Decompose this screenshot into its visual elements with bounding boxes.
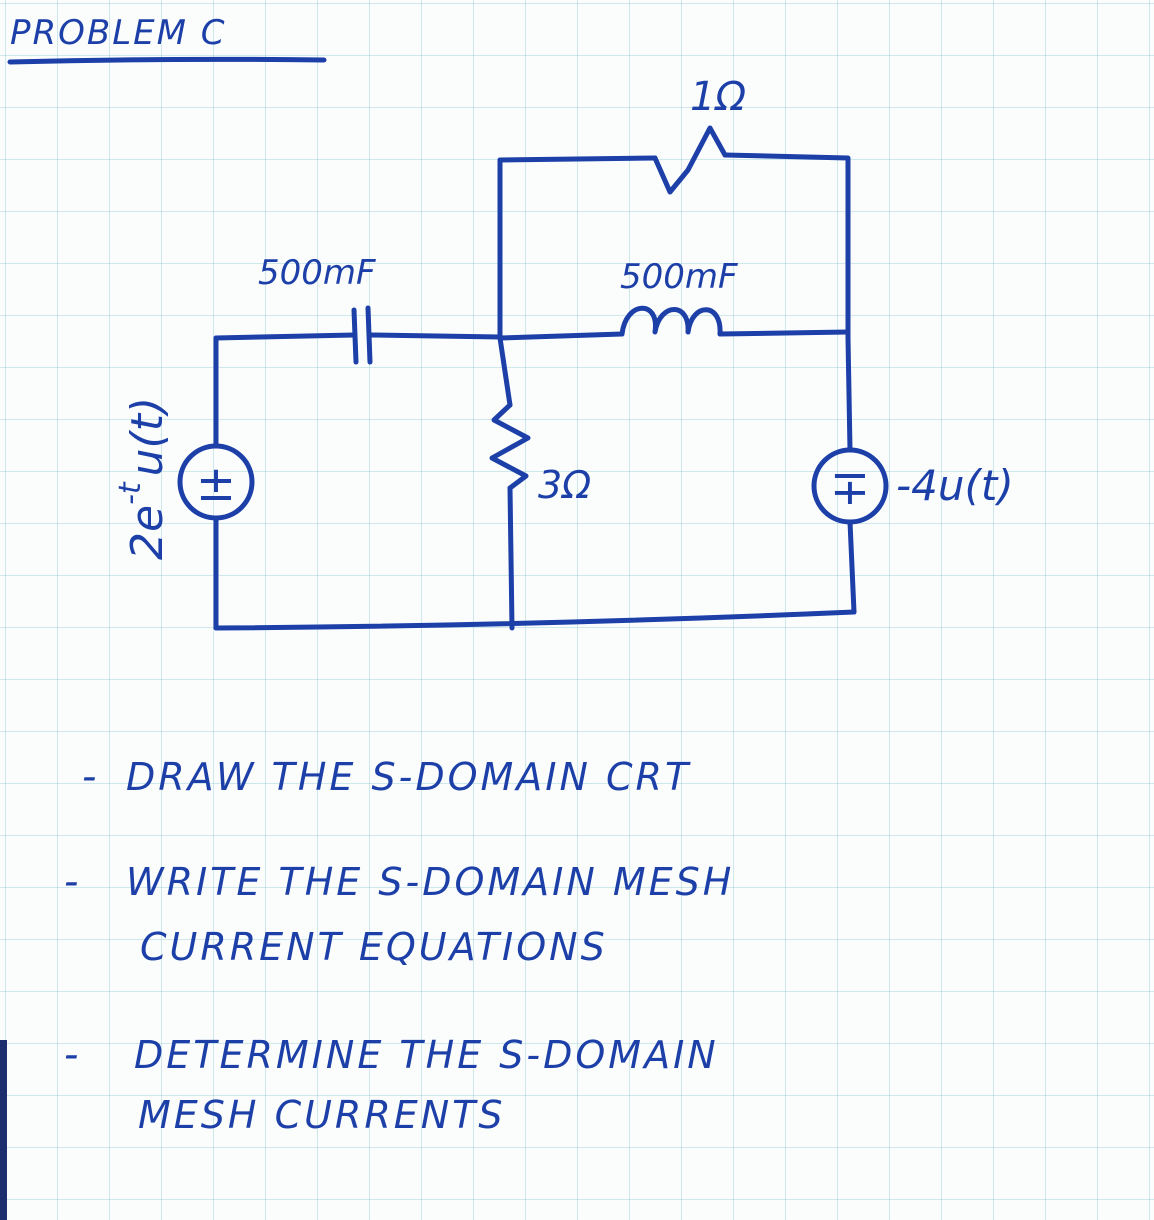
task-2-dash: -: [64, 859, 78, 905]
left-source-label: 2e-t u(t): [113, 397, 173, 560]
wire-right-lower: [847, 519, 857, 615]
task-3-dash: -: [64, 1032, 78, 1078]
left-source-polarity: ±: [196, 456, 236, 512]
middle-resistor-label: 3Ω: [538, 463, 591, 507]
left-margin-bar: [0, 1040, 7, 1220]
wire-right-upper: [845, 335, 853, 453]
inductor-coil: [619, 305, 723, 337]
capacitor-label: 500mF: [258, 253, 376, 293]
wire-top-right: [722, 152, 851, 341]
top-resistor-label: 1Ω: [690, 74, 746, 120]
task-list: - DRAW THE S-DOMAIN CRT - WRITE THE S-DO…: [64, 754, 734, 1137]
wire-center-lower: [497, 335, 513, 408]
task-2-line-2: CURRENT EQUATIONS: [140, 925, 608, 969]
wire-top-left: [497, 155, 658, 163]
right-source-label: -4u(t): [896, 461, 1014, 510]
problem-heading: PROBLEM C: [10, 13, 227, 53]
task-3-line-2: MESH CURRENTS: [138, 1093, 506, 1137]
inductor-label: 500mF: [620, 257, 738, 297]
left-source-value: 2e: [122, 505, 173, 560]
task-1-line-1: DRAW THE S-DOMAIN CRT: [126, 755, 691, 799]
wire-cap-right: [367, 332, 503, 340]
wire-inductor-right: [717, 329, 851, 337]
resistor-1-ohm: [652, 125, 728, 195]
circuit-diagram: ± ∓: [177, 125, 889, 631]
left-source-exponent: -t: [113, 481, 148, 505]
task-2-line-1: WRITE THE S-DOMAIN MESH: [126, 860, 734, 904]
wire-inductor-left: [497, 331, 625, 341]
svg-text:2e-tu(t): 2e-t u(t): [113, 397, 173, 560]
wire-center-bottom: [507, 485, 515, 631]
task-3-line-1: DETERMINE THE S-DOMAIN: [134, 1033, 719, 1077]
left-voltage-source: [177, 443, 255, 521]
capacitor-plate-left: [351, 307, 359, 365]
task-1-dash: -: [82, 754, 96, 800]
right-voltage-source: [811, 447, 889, 525]
wire-cap-left: [213, 332, 357, 341]
left-source-step: u(t): [122, 397, 173, 476]
heading-underline: [7, 56, 327, 65]
wire-bottom: [213, 609, 857, 631]
resistor-3-ohm: [489, 402, 531, 491]
right-source-polarity: ∓: [830, 460, 870, 516]
